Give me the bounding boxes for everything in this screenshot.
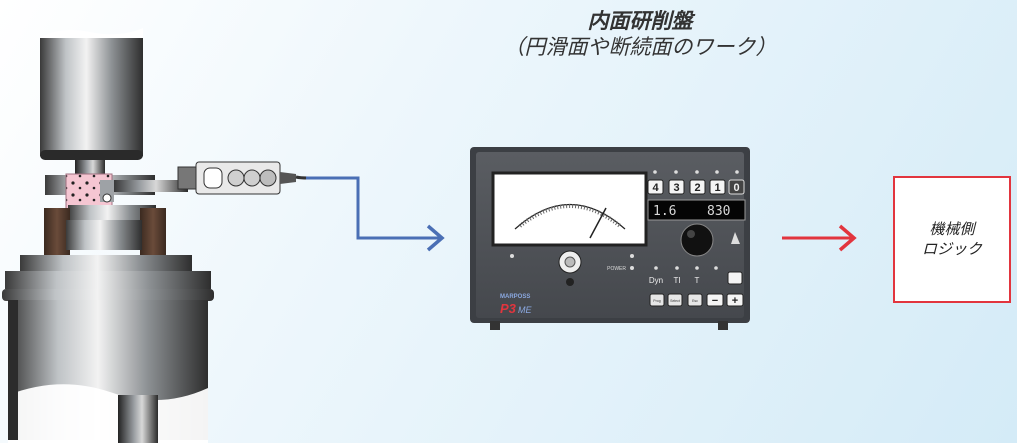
prog-key: Prog [653,299,660,303]
key-2: 2 [689,170,706,195]
ti-label: TI [673,276,680,285]
model-suffix: ME [518,305,532,315]
lcd-left-value: 1.6 [653,204,676,219]
svg-text:0: 0 [733,182,739,194]
title-line-1: 内面研削盤 [587,9,693,33]
analog-meter [491,171,648,247]
adjust-knob [680,223,714,257]
svg-text:3: 3 [673,182,679,194]
spindle-upper [40,38,143,156]
select-key: Select [670,299,680,303]
model-label: P3 [500,301,517,316]
bottom-keys: Prog Select Esc − + [649,293,744,307]
plus-key: + [732,295,738,307]
key-3: 3 [668,170,685,195]
blue-arrow [306,176,445,252]
svg-text:1: 1 [714,182,720,194]
machine-logic-box: 機械側 ロジック [893,176,1011,303]
gauge-arm [108,180,188,192]
key-4: 4 [647,170,664,195]
p3me-amplifier: POWER 4 3 2 1 [470,147,750,330]
key-1: 1 [709,170,726,195]
key-0: 0 [728,170,745,195]
svg-text:4: 4 [652,182,659,194]
meter-needle [589,207,607,239]
brand-label: MARPOSS [500,294,530,300]
svg-text:2: 2 [694,182,700,194]
machine-logic-line-1: 機械側 [929,220,975,238]
red-arrow [782,224,857,252]
lcd-right-value: 830 [707,204,730,219]
minus-key: − [712,295,718,307]
fan-icon [731,232,740,244]
dyn-label: Dyn [649,276,663,285]
power-label: POWER [607,266,626,272]
reset-button-icon [727,271,743,285]
esc-key: Esc [692,299,698,303]
diagram-title: 内面研削盤 （円滑面や断続面のワーク） [470,8,810,61]
range-keys: 4 3 2 1 0 [647,170,745,195]
lcd-display [647,199,746,221]
title-line-2: （円滑面や断続面のワーク） [503,35,777,60]
grinding-machine-illustration [2,28,309,443]
t-label: T [695,276,700,285]
machine-logic-line-2: ロジック [921,239,982,258]
